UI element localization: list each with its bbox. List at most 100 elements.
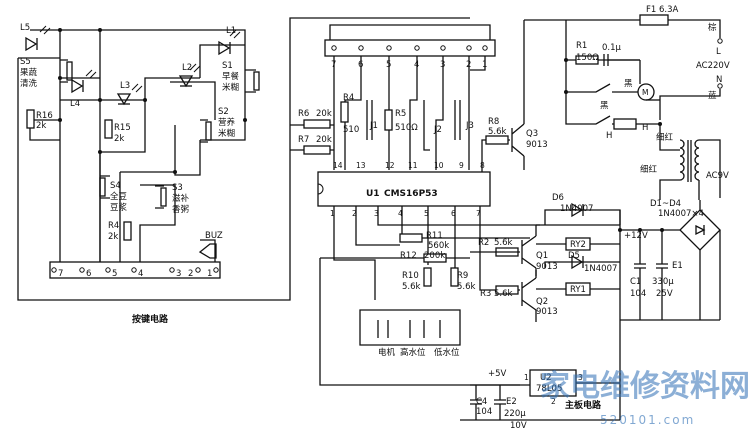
switch-icon-s2 [200, 119, 212, 143]
connector-label-low: 低水位 [434, 347, 460, 358]
resistor-val-r2: 5.6k [494, 238, 513, 248]
switch-ref-s3: S3 [172, 183, 183, 193]
jumper-j2 [423, 100, 430, 151]
resistor-val-r7: 20k [316, 135, 332, 145]
transistor-icon-q2 [521, 270, 537, 322]
switch-icon-s5 [60, 59, 73, 83]
led-icon-l2 [178, 63, 201, 88]
resistor-r7 [303, 145, 331, 155]
buzzer-icon [198, 243, 217, 259]
resistor-val-r4-keypad: 2k [108, 232, 118, 242]
regulator-pin3: 3 [578, 373, 583, 382]
relay-label-ry2: RY2 [570, 240, 586, 250]
resistor-r1 [575, 55, 599, 65]
mcu-pin-10: 10 [434, 161, 444, 170]
transformer-lead-2: 细红 [640, 164, 658, 175]
switch-func2-s4: 豆浆 [110, 202, 128, 213]
neutral-n: N [716, 75, 722, 85]
mcu-pin-6: 6 [451, 209, 456, 218]
mcu-pin-3: 3 [374, 209, 379, 218]
switch-func-s2: 营养 [218, 117, 236, 128]
heater-label: H [606, 131, 612, 141]
fuse-f1 [639, 14, 669, 26]
resistor-ref-r16: R16 [36, 111, 53, 121]
switch-func2-s1: 米糊 [222, 82, 239, 93]
led-label-l4: L4 [70, 99, 80, 109]
diode-ref-d5: D5 [568, 251, 580, 261]
resistor-val-r1: 150Ω [576, 53, 599, 63]
motor-lead-black-a: 黑 [600, 101, 609, 111]
led-icon-l5 [25, 25, 51, 52]
keypad-pin-4: 4 [138, 269, 143, 279]
mcu-pin-7: 7 [476, 209, 481, 218]
live-color: 棕 [708, 22, 717, 33]
keypad-pin-7: 7 [58, 269, 63, 279]
diode-part-d5: 1N4007 [584, 264, 617, 274]
transformer-secondary [694, 139, 700, 181]
keypad-pin-1: 1 [207, 269, 212, 279]
resistor-ref-r11: R11 [426, 231, 443, 241]
capacitor-ref-e1: E1 [672, 261, 683, 271]
keypad-caption: 按键电路 [132, 313, 169, 325]
watermark: 家电维修资料网 520101.com [540, 369, 750, 427]
led-label-l2: L2 [182, 63, 192, 73]
mcu-connector [324, 39, 496, 57]
regulator-part: 78L05 [536, 384, 562, 394]
resistor-ref-r2: R2 [478, 238, 489, 248]
diode-ref-d6: D6 [552, 193, 564, 203]
motor-label: M [642, 88, 648, 97]
keypad-pin-6: 6 [86, 269, 91, 279]
resistor-r12 [423, 253, 447, 263]
resistor-val-r6: 20k [316, 109, 332, 119]
resistor-ref-r4-keypad: R4 [108, 221, 119, 231]
mcu-pin-1: 1 [330, 209, 335, 218]
transistor-icon-q1 [521, 225, 537, 276]
switch-func-s3: 滋补 [172, 193, 190, 204]
capacitor-icon-c4 [470, 385, 482, 420]
switch-ref-s2: S2 [218, 107, 229, 117]
capacitor-icon-e1 [656, 230, 668, 320]
led-icon-l3 [116, 83, 143, 106]
watermark-title: 家电维修资料网 [540, 369, 750, 404]
switch-icon-s4 [99, 175, 110, 199]
transformer-lead-1: 细红 [656, 132, 674, 143]
capacitor-ref-e2: E2 [506, 397, 517, 407]
live-l: L [716, 47, 721, 57]
resistor-r9 [450, 267, 459, 287]
mcu-chip [317, 171, 491, 207]
transistor-part-q1: 9013 [536, 262, 558, 272]
resistor-r15 [104, 119, 113, 139]
ac9v-label: AC9V [706, 171, 729, 181]
switch-func-s4: 全豆 [110, 191, 127, 202]
bridge-part: 1N4007×4 [658, 209, 704, 219]
main-board: 7 6 5 4 3 2 1 U1 CMS16P53 14 13 12 11 1 [290, 20, 648, 431]
resistor-val-r11: 560k [428, 241, 449, 251]
resistor-r16 [26, 109, 35, 129]
led-icon-l4 [71, 69, 97, 94]
keypad-pin-5: 5 [112, 269, 117, 279]
resistor-r11 [399, 233, 423, 243]
capacitor-val-e1: 330μ [652, 277, 674, 287]
mcu-pin-9: 9 [459, 161, 464, 170]
capacitor-val-e2: 220μ [504, 409, 526, 419]
resistor-val-r4: 510 [343, 125, 359, 135]
watermark-url: 520101.com [600, 413, 695, 427]
keypad-circuit: 7 6 5 4 3 2 1 BUZ L5 L4 [17, 17, 470, 325]
jumper-j3 [454, 100, 461, 140]
transistor-part-q2: 9013 [536, 307, 558, 317]
switch-ref-s1: S1 [222, 61, 233, 71]
mcu-pin-4: 4 [398, 209, 403, 218]
diode-part-d6: 1N4007 [560, 204, 593, 214]
switch-ref-s5: S5 [20, 57, 31, 67]
transistor-ref-q3: Q3 [526, 129, 538, 139]
mcu-ref: U1 [366, 189, 380, 199]
switch-func2-s2: 米糊 [218, 128, 235, 139]
jumper-label-j3: J3 [465, 121, 474, 131]
switch-icon-s3 [155, 185, 167, 209]
capacitor-icon-c1 [634, 230, 646, 320]
transistor-part-q3: 9013 [526, 140, 548, 150]
buzzer-label: BUZ [205, 231, 223, 241]
heater-label-2: H [642, 123, 648, 133]
connector-label-high: 高水位 [400, 347, 426, 358]
capacitor-val-c4: 104 [476, 407, 492, 417]
